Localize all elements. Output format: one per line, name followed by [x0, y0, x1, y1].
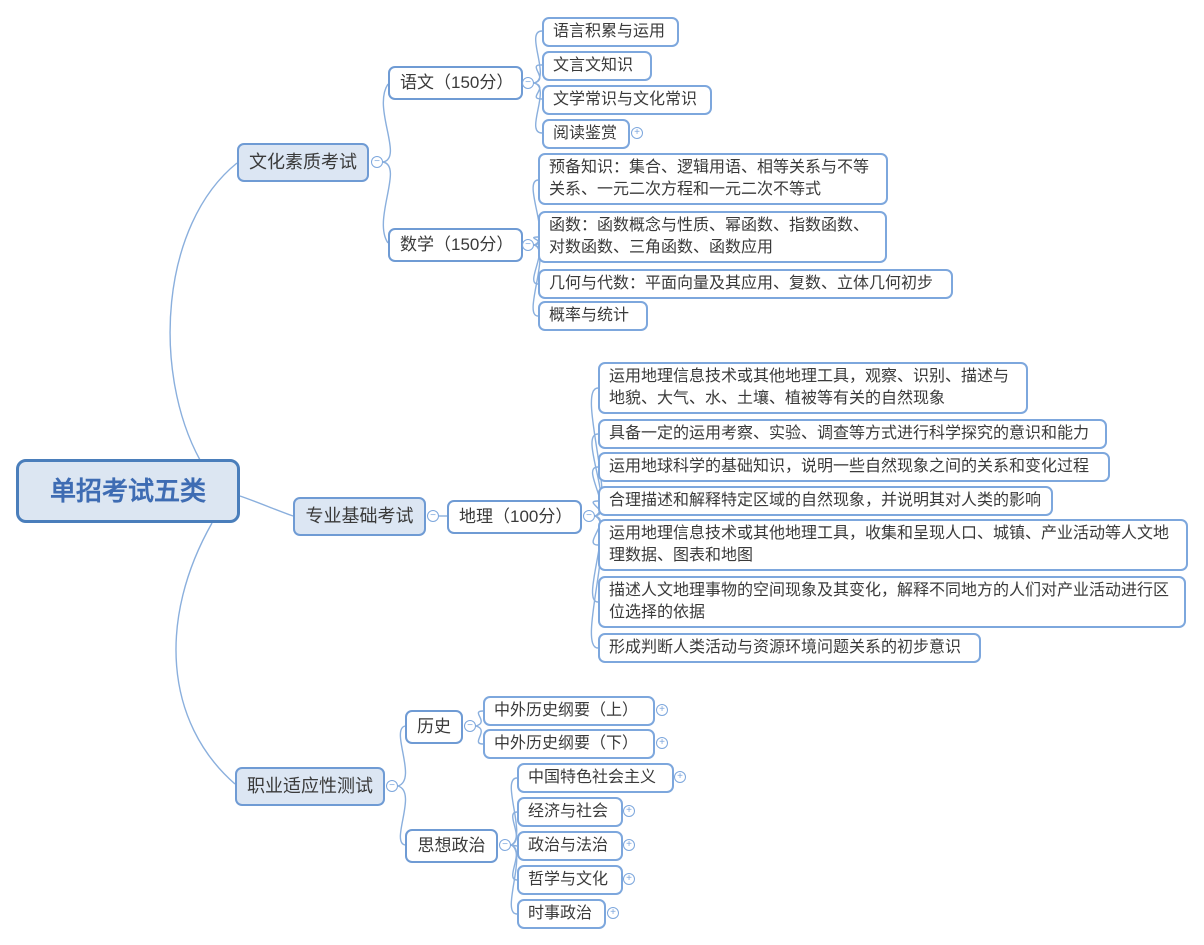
connector: [533, 236, 541, 246]
branch-cultural-quality-exam[interactable]: 文化素质考试: [237, 143, 369, 182]
connector: [592, 500, 602, 517]
math-topic-3[interactable]: 几何与代数：平面向量及其应用、复数、立体几何初步: [538, 269, 953, 299]
expand-icon[interactable]: +: [623, 839, 635, 851]
chinese-topic-4[interactable]: 阅读鉴赏: [542, 119, 630, 149]
collapse-icon[interactable]: −: [522, 239, 534, 251]
politics-topic-5[interactable]: 时事政治: [517, 899, 606, 929]
connector: [533, 82, 543, 134]
math-topic-1[interactable]: 预备知识：集合、逻辑用语、相等关系与不等关系、一元二次方程和一元二次不等式: [538, 153, 888, 205]
collapse-icon[interactable]: −: [386, 780, 398, 792]
history-topic-2[interactable]: 中外历史纲要（下）: [483, 729, 655, 759]
geography-topic-4[interactable]: 合理描述和解释特定区域的自然现象，并说明其对人类的影响: [598, 486, 1053, 516]
collapse-icon[interactable]: −: [427, 510, 439, 522]
math-topic-2[interactable]: 函数：函数概念与性质、幂函数、指数函数、对数函数、三角函数、函数应用: [538, 211, 887, 263]
expand-icon[interactable]: +: [674, 771, 686, 783]
connector: [510, 811, 518, 846]
politics-topic-4[interactable]: 哲学与文化: [517, 865, 623, 895]
collapse-icon[interactable]: −: [371, 156, 383, 168]
connector: [397, 785, 407, 846]
chinese-topic-3[interactable]: 文学常识与文化常识: [542, 85, 712, 115]
branch-professional-basic-exam[interactable]: 专业基础考试: [293, 497, 426, 536]
geography-topic-7[interactable]: 形成判断人类活动与资源环境问题关系的初步意识: [598, 633, 981, 663]
subject-geography[interactable]: 地理（100分）: [447, 500, 582, 534]
expand-icon[interactable]: +: [631, 127, 643, 139]
collapse-icon[interactable]: −: [499, 839, 511, 851]
subject-chinese[interactable]: 语文（150分）: [388, 66, 523, 100]
chinese-topic-1[interactable]: 语言积累与运用: [542, 17, 679, 47]
connector: [475, 725, 484, 745]
subject-history[interactable]: 历史: [405, 710, 463, 744]
expand-icon[interactable]: +: [623, 805, 635, 817]
expand-icon[interactable]: +: [607, 907, 619, 919]
root-topic[interactable]: 单招考试五类: [16, 459, 240, 523]
collapse-icon[interactable]: −: [522, 77, 534, 89]
geography-topic-2[interactable]: 具备一定的运用考察、实验、调查等方式进行科学探究的意识和能力: [598, 419, 1107, 449]
connector: [382, 161, 392, 244]
geography-topic-6[interactable]: 描述人文地理事物的空间现象及其变化，解释不同地方的人们对产业活动进行区位选择的依…: [598, 576, 1186, 628]
connector: [475, 710, 484, 727]
subject-math[interactable]: 数学（150分）: [388, 228, 523, 262]
subject-politics[interactable]: 思想政治: [405, 829, 498, 863]
chinese-topic-2[interactable]: 文言文知识: [542, 51, 652, 81]
expand-icon[interactable]: +: [656, 737, 668, 749]
branch-vocational-aptitude-test[interactable]: 职业适应性测试: [235, 767, 385, 806]
politics-topic-1[interactable]: 中国特色社会主义: [517, 763, 674, 793]
geography-topic-1[interactable]: 运用地理信息技术或其他地理工具，观察、识别、描述与地貌、大气、水、土壤、植被等有…: [598, 362, 1028, 414]
collapse-icon[interactable]: −: [464, 720, 476, 732]
connector: [533, 30, 543, 84]
politics-topic-2[interactable]: 经济与社会: [517, 797, 623, 827]
expand-icon[interactable]: +: [623, 873, 635, 885]
connector: [510, 844, 518, 915]
connector: [533, 64, 543, 84]
expand-icon[interactable]: +: [656, 704, 668, 716]
connector: [175, 522, 236, 785]
connector: [169, 162, 238, 461]
history-topic-1[interactable]: 中外历史纲要（上）: [483, 696, 655, 726]
geography-topic-3[interactable]: 运用地球科学的基础知识，说明一些自然现象之间的关系和变化过程: [598, 452, 1110, 482]
geography-topic-5[interactable]: 运用地理信息技术或其他地理工具，收集和呈现人口、城镇、产业活动等人文地理数据、图…: [598, 519, 1188, 571]
math-topic-4[interactable]: 概率与统计: [538, 301, 648, 331]
connector: [239, 495, 294, 517]
collapse-icon[interactable]: −: [583, 510, 595, 522]
politics-topic-3[interactable]: 政治与法治: [517, 831, 623, 861]
connector: [397, 725, 407, 787]
connector: [382, 83, 392, 163]
